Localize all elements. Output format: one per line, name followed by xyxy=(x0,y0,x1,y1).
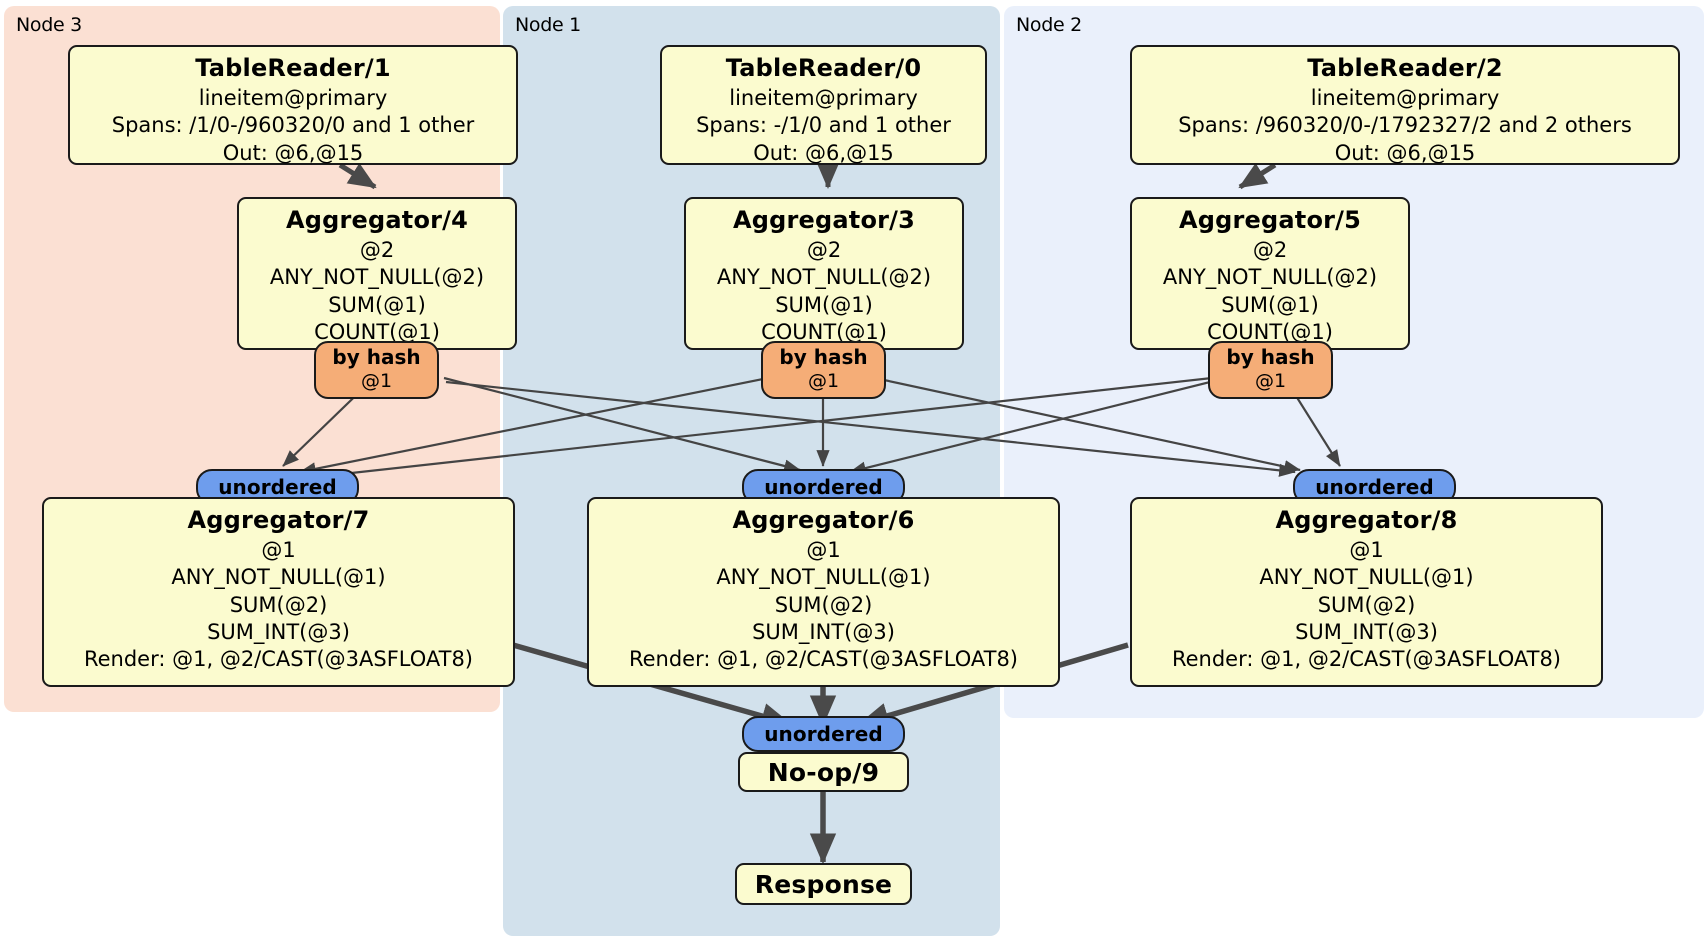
router-by-hash-node3[interactable]: by hash @1 xyxy=(314,341,439,399)
processor-line: ANY_NOT_NULL(@2) xyxy=(716,265,932,290)
node-panel-label-node3: Node 3 xyxy=(16,14,82,36)
processor-title: Aggregator/8 xyxy=(1275,506,1458,534)
router-column: @1 xyxy=(1254,369,1287,392)
processor-line: SUM(@1) xyxy=(328,292,426,317)
processor-line: @2 xyxy=(359,238,395,263)
processor-aggregator-3[interactable]: Aggregator/3 @2 ANY_NOT_NULL(@2) SUM(@1)… xyxy=(684,197,964,350)
router-label: by hash xyxy=(332,345,421,369)
processor-line: SUM_INT(@3) xyxy=(1295,620,1438,645)
processor-aggregator-4[interactable]: Aggregator/4 @2 ANY_NOT_NULL(@2) SUM(@1)… xyxy=(237,197,517,350)
processor-line: @2 xyxy=(806,238,842,263)
router-column: @1 xyxy=(360,369,393,392)
processor-line: Spans: /960320/0-/1792327/2 and 2 others xyxy=(1178,113,1632,138)
processor-table-reader-0[interactable]: TableReader/0 lineitem@primary Spans: -/… xyxy=(660,45,987,165)
processor-render-line: Render: @1, @2/CAST(@3ASFLOAT8) xyxy=(83,647,474,672)
processor-title: Aggregator/7 xyxy=(187,506,370,534)
processor-line: @2 xyxy=(1252,238,1288,263)
processor-line: SUM(@2) xyxy=(229,592,328,617)
processor-line: COUNT(@1) xyxy=(761,320,887,345)
processor-title: No-op/9 xyxy=(767,757,880,787)
processor-line: SUM(@1) xyxy=(1221,292,1319,317)
processor-line: SUM(@1) xyxy=(775,292,873,317)
synchronizer-label: unordered xyxy=(764,722,883,746)
synchronizer-label: unordered xyxy=(764,475,883,499)
node-panel-label-node2: Node 2 xyxy=(1016,14,1082,36)
processor-line: lineitem@primary xyxy=(729,86,918,111)
processor-line: Out: @6,@15 xyxy=(1334,140,1476,165)
synchronizer-label: unordered xyxy=(1315,475,1434,499)
processor-line: ANY_NOT_NULL(@2) xyxy=(269,265,485,290)
router-by-hash-node2[interactable]: by hash @1 xyxy=(1208,341,1333,399)
processor-line: COUNT(@1) xyxy=(314,320,440,345)
processor-line: @1 xyxy=(261,538,296,563)
node-panel-label-node1: Node 1 xyxy=(515,14,581,36)
processor-render-line: Render: @1, @2/CAST(@3ASFLOAT8) xyxy=(628,647,1019,672)
processor-line: SUM(@2) xyxy=(1317,592,1416,617)
processor-aggregator-6[interactable]: Aggregator/6 @1 ANY_NOT_NULL(@1) SUM(@2)… xyxy=(587,497,1060,687)
processor-noop-9[interactable]: No-op/9 xyxy=(738,752,909,792)
processor-line: Spans: /1/0-/960320/0 and 1 other xyxy=(111,113,475,138)
processor-title: TableReader/2 xyxy=(1307,54,1503,82)
processor-line: lineitem@primary xyxy=(198,86,388,111)
router-column: @1 xyxy=(807,369,840,392)
processor-title: Response xyxy=(754,869,893,899)
processor-table-reader-2[interactable]: TableReader/2 lineitem@primary Spans: /9… xyxy=(1130,45,1680,165)
processor-line: COUNT(@1) xyxy=(1207,320,1333,345)
processor-render-line: Render: @1, @2/CAST(@3ASFLOAT8) xyxy=(1171,647,1562,672)
processor-title: TableReader/0 xyxy=(725,54,922,82)
processor-line: @1 xyxy=(806,538,841,563)
processor-title: Aggregator/3 xyxy=(732,206,916,234)
processor-line: ANY_NOT_NULL(@1) xyxy=(1259,565,1474,590)
processor-line: @1 xyxy=(1349,538,1384,563)
processor-aggregator-8[interactable]: Aggregator/8 @1 ANY_NOT_NULL(@1) SUM(@2)… xyxy=(1130,497,1603,687)
processor-line: ANY_NOT_NULL(@2) xyxy=(1162,265,1378,290)
router-label: by hash xyxy=(779,345,868,369)
processor-aggregator-7[interactable]: Aggregator/7 @1 ANY_NOT_NULL(@1) SUM(@2)… xyxy=(42,497,515,687)
router-by-hash-node1[interactable]: by hash @1 xyxy=(761,341,886,399)
processor-line: Out: @6,@15 xyxy=(753,140,894,165)
processor-line: Out: @6,@15 xyxy=(222,140,364,165)
processor-table-reader-1[interactable]: TableReader/1 lineitem@primary Spans: /1… xyxy=(68,45,518,165)
processor-line: SUM_INT(@3) xyxy=(752,620,895,645)
synchronizer-unordered-final[interactable]: unordered xyxy=(742,716,905,752)
processor-title: TableReader/1 xyxy=(195,54,391,82)
processor-line: lineitem@primary xyxy=(1310,86,1500,111)
processor-title: Aggregator/4 xyxy=(285,206,469,234)
processor-line: ANY_NOT_NULL(@1) xyxy=(716,565,931,590)
processor-aggregator-5[interactable]: Aggregator/5 @2 ANY_NOT_NULL(@2) SUM(@1)… xyxy=(1130,197,1410,350)
router-label: by hash xyxy=(1226,345,1315,369)
processor-response[interactable]: Response xyxy=(735,863,912,905)
processor-line: ANY_NOT_NULL(@1) xyxy=(171,565,386,590)
processor-line: SUM_INT(@3) xyxy=(207,620,350,645)
synchronizer-label: unordered xyxy=(218,475,337,499)
processor-title: Aggregator/5 xyxy=(1178,206,1362,234)
processor-line: Spans: -/1/0 and 1 other xyxy=(696,113,951,138)
processor-title: Aggregator/6 xyxy=(732,506,915,534)
processor-line: SUM(@2) xyxy=(774,592,873,617)
